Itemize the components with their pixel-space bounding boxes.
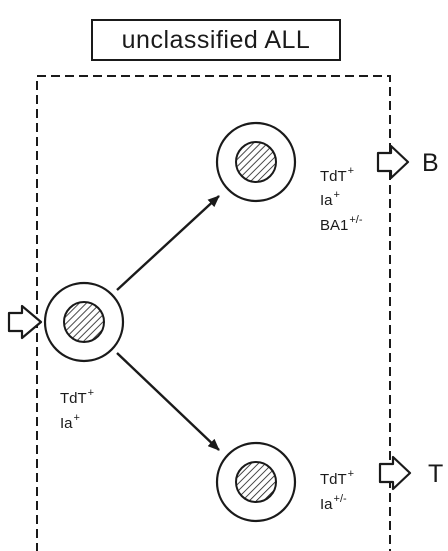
output-arrow-icon-t xyxy=(380,457,410,489)
t-marker-tdt: TdT+ xyxy=(320,469,354,487)
hatched-nucleus-icon xyxy=(236,142,276,182)
arrow-to-b xyxy=(117,196,219,290)
lineage-t-label: T xyxy=(428,462,443,487)
origin-marker-tdt: TdT+ xyxy=(60,388,94,406)
t-cell-icon xyxy=(217,443,295,521)
origin-marker-ia: Ia+ xyxy=(60,413,80,431)
b-marker-ia: Ia+ xyxy=(320,190,340,208)
hatched-nucleus-icon xyxy=(236,462,276,502)
b-marker-tdt: TdT+ xyxy=(320,166,354,184)
t-marker-ia: Ia+/- xyxy=(320,494,347,512)
origin-cell-icon xyxy=(45,283,123,361)
b-marker-ba1: BA1+/- xyxy=(320,215,363,233)
lineage-b-label: B xyxy=(422,151,439,176)
b-cell-icon xyxy=(217,123,295,201)
output-arrow-icon-b xyxy=(378,146,408,178)
arrow-to-t xyxy=(117,353,219,450)
hatched-nucleus-icon xyxy=(64,302,104,342)
